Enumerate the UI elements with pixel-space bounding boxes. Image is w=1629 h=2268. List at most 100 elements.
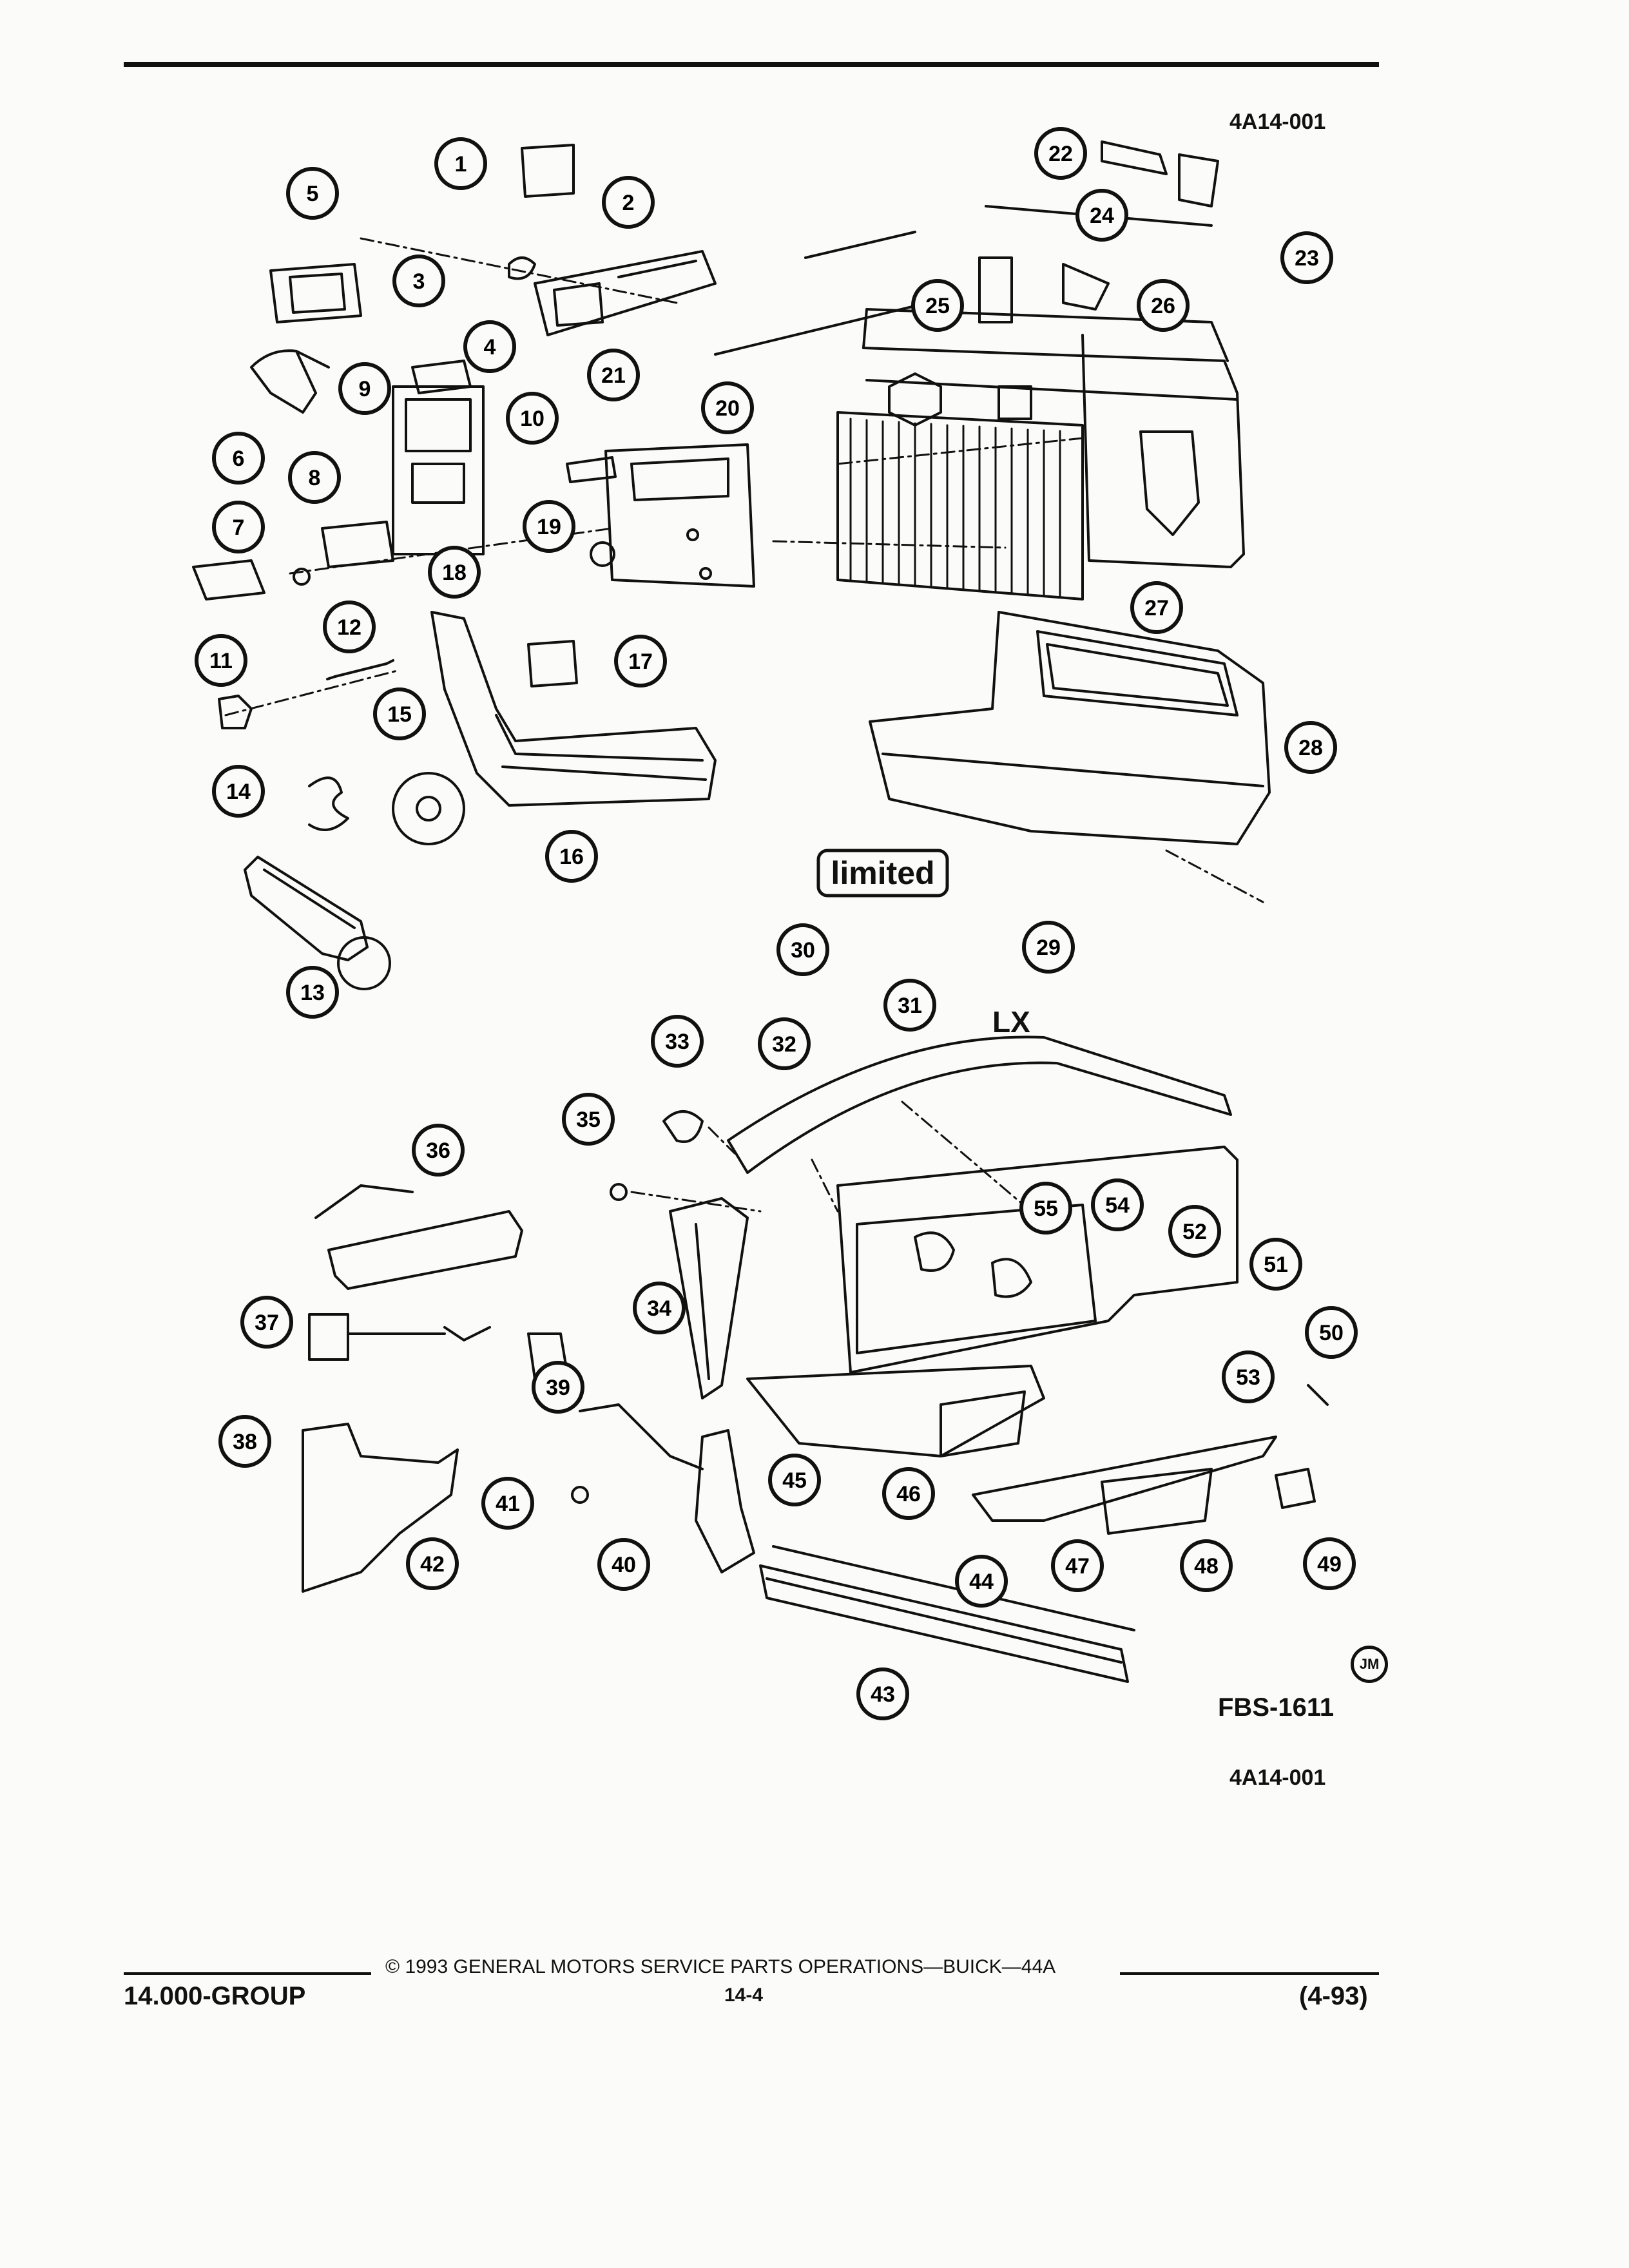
callout-25: 25 xyxy=(911,279,964,332)
switch-bezel-plate xyxy=(534,250,717,336)
callout-number: 10 xyxy=(520,407,545,431)
callout-circle xyxy=(1019,1182,1072,1235)
footer-group-code: 14.000-GROUP xyxy=(124,1982,306,2010)
callout-circle xyxy=(218,1415,271,1468)
callout-circle xyxy=(434,137,487,190)
callout-29: 29 xyxy=(1022,921,1075,974)
callout-34: 34 xyxy=(633,1282,686,1334)
callout-number: 15 xyxy=(387,702,412,727)
callout-number: 53 xyxy=(1236,1365,1260,1390)
callout-21: 21 xyxy=(587,349,640,401)
callout-circle xyxy=(1180,1539,1233,1592)
callout-circle xyxy=(288,451,341,504)
callout-42: 42 xyxy=(406,1537,459,1590)
callout-2: 2 xyxy=(602,176,655,229)
callout-circle xyxy=(406,1537,459,1590)
callout-number: 34 xyxy=(647,1296,671,1321)
callout-circle xyxy=(1022,921,1075,974)
callout-4: 4 xyxy=(463,320,516,373)
callout-36: 36 xyxy=(412,1124,465,1177)
callout-number: 47 xyxy=(1065,1554,1090,1579)
callout-number: 24 xyxy=(1090,204,1114,228)
callout-circle xyxy=(195,634,247,687)
callout-31: 31 xyxy=(883,979,936,1032)
callout-40: 40 xyxy=(597,1538,650,1591)
callout-number: 49 xyxy=(1317,1552,1342,1577)
lx-emblem: LX xyxy=(992,1005,1030,1039)
door-cutout-3 xyxy=(998,385,1032,420)
callout-number: 37 xyxy=(255,1311,279,1335)
callout-number: 16 xyxy=(559,845,584,869)
callout-11: 11 xyxy=(195,634,247,687)
callout-circle xyxy=(212,432,265,485)
callout-number: 30 xyxy=(791,938,815,963)
callout-number: 14 xyxy=(226,780,251,804)
callout-circle xyxy=(1130,581,1183,634)
callout-35: 35 xyxy=(562,1093,615,1146)
callout-circle xyxy=(1137,279,1190,332)
lock-pillar-right xyxy=(695,1429,755,1573)
callout-52: 52 xyxy=(1168,1205,1221,1258)
callout-circle xyxy=(856,1667,909,1720)
callout-27: 27 xyxy=(1130,581,1183,634)
callout-circle xyxy=(481,1477,534,1530)
callout-circle xyxy=(463,320,516,373)
lock-switch-housing xyxy=(269,263,362,323)
lock-pillar-left xyxy=(302,1423,459,1593)
door-frame-window-line xyxy=(865,379,1239,401)
lock-knob xyxy=(411,360,472,394)
callout-circle xyxy=(602,176,655,229)
window-crank-handle xyxy=(244,856,369,961)
callout-circle xyxy=(562,1093,615,1146)
callout-30: 30 xyxy=(776,923,829,976)
callout-number: 42 xyxy=(420,1552,445,1577)
callout-41: 41 xyxy=(481,1477,534,1530)
callout-number: 19 xyxy=(537,515,561,539)
callout-number: 23 xyxy=(1295,246,1319,271)
callout-10: 10 xyxy=(506,392,559,445)
callout-13: 13 xyxy=(286,966,339,1019)
callout-circle xyxy=(1168,1205,1221,1258)
armrest xyxy=(430,611,717,807)
callout-circle xyxy=(212,501,265,553)
callout-32: 32 xyxy=(758,1017,811,1070)
callout-number: 55 xyxy=(1034,1196,1058,1221)
callout-circle xyxy=(701,381,754,434)
callout-number: 18 xyxy=(442,561,467,585)
callout-circle xyxy=(240,1296,293,1349)
callout-number: 12 xyxy=(337,615,361,640)
callout-1: 1 xyxy=(434,137,487,190)
callout-group: 1234567891011121314151617181920212223242… xyxy=(195,127,1358,1720)
callout-48: 48 xyxy=(1180,1539,1233,1592)
callout-22: 22 xyxy=(1034,127,1087,180)
callout-6: 6 xyxy=(212,432,265,485)
callout-number: 39 xyxy=(546,1376,570,1400)
callout-18: 18 xyxy=(428,546,481,599)
callout-number: 40 xyxy=(612,1553,636,1577)
callout-23: 23 xyxy=(1280,231,1333,284)
callout-number: 4 xyxy=(484,335,496,360)
sill-plate xyxy=(759,1564,1129,1683)
callout-circle xyxy=(1305,1306,1358,1359)
callout-circle xyxy=(392,255,445,307)
callout-circle xyxy=(776,923,829,976)
callout-number: 13 xyxy=(300,981,325,1005)
footer-rule-left xyxy=(124,1972,371,1975)
callout-number: 28 xyxy=(1298,736,1323,760)
callout-37: 37 xyxy=(240,1296,293,1349)
callout-circle xyxy=(212,765,265,818)
callout-circle xyxy=(597,1538,650,1591)
callout-circle xyxy=(1249,1238,1302,1291)
callout-circle xyxy=(955,1555,1008,1608)
callout-number: 38 xyxy=(233,1430,257,1454)
callout-number: 54 xyxy=(1105,1193,1130,1218)
callout-number: 29 xyxy=(1036,936,1061,960)
callout-49: 49 xyxy=(1303,1537,1356,1590)
callout-number: 41 xyxy=(496,1492,520,1516)
callout-number: 36 xyxy=(426,1139,450,1163)
callout-26: 26 xyxy=(1137,279,1190,332)
vanity-mirror-left xyxy=(940,1390,1026,1457)
drawing-number: FBS-1611 xyxy=(1218,1693,1335,1722)
rear-quarter-panel xyxy=(836,1146,1239,1374)
